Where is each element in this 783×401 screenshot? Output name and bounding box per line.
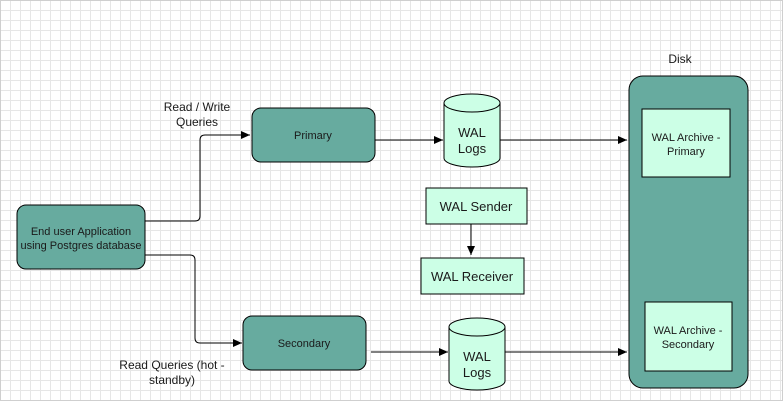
- node-primary[interactable]: Primary: [251, 107, 376, 163]
- node-secondary-label: Secondary: [278, 338, 331, 350]
- node-wal-logs-secondary-line2: Logs: [463, 365, 492, 380]
- cylinder-icon: [443, 93, 501, 168]
- node-end-user-application[interactable]: End user Application using Postgres data…: [16, 204, 146, 270]
- node-primary-shape: [251, 107, 376, 163]
- edge-label-read-write-line1: Read / Write: [164, 100, 231, 114]
- node-end-user-line1: End user Application: [31, 226, 131, 238]
- node-end-user-shape: [16, 204, 146, 270]
- node-wal-receiver-shape: [420, 257, 525, 295]
- edge-app-to-secondary: [145, 254, 242, 347]
- node-secondary[interactable]: Secondary: [242, 315, 367, 371]
- node-wal-sender[interactable]: WAL Sender: [425, 187, 528, 225]
- edge-app-to-primary: [145, 131, 250, 222]
- node-wal-archive-primary-line2: Primary: [667, 146, 705, 158]
- node-wal-archive-secondary-line2: Secondary: [662, 339, 715, 351]
- node-wal-logs-primary[interactable]: WAL Logs: [443, 93, 501, 168]
- node-secondary-shape: [242, 315, 367, 371]
- edges: [145, 131, 627, 356]
- node-wal-archive-secondary[interactable]: WAL Archive - Secondary: [644, 301, 733, 372]
- edge-label-read-write: Read / Write Queries: [164, 100, 231, 129]
- node-wal-sender-label: WAL Sender: [440, 199, 513, 214]
- node-wal-archive-primary[interactable]: WAL Archive - Primary: [641, 108, 731, 178]
- node-primary-label: Primary: [294, 130, 332, 142]
- edge-label-read-only: Read Queries (hot - standby): [119, 358, 224, 387]
- edge-label-read-only-line2: standby): [149, 373, 195, 387]
- node-end-user-line2: using Postgres database: [20, 240, 141, 252]
- node-wal-logs-secondary[interactable]: WAL Logs: [448, 317, 506, 391]
- cylinder-rim: [448, 326, 506, 337]
- node-wal-receiver[interactable]: WAL Receiver: [420, 257, 525, 295]
- edge-label-read-write-line2: Queries: [176, 115, 218, 129]
- node-wal-archive-primary-line1: WAL Archive -: [652, 132, 721, 144]
- node-wal-sender-shape: [425, 187, 528, 225]
- edge-label-read-only-line1: Read Queries (hot -: [119, 358, 224, 372]
- node-wal-logs-primary-line2: Logs: [458, 141, 487, 156]
- node-wal-archive-primary-shape: [641, 108, 731, 178]
- node-wal-receiver-label: WAL Receiver: [431, 269, 514, 284]
- node-wal-logs-primary-line1: WAL: [458, 125, 486, 140]
- cylinder-icon: [448, 317, 506, 391]
- node-disk-label: Disk: [668, 52, 692, 66]
- node-wal-logs-secondary-line1: WAL: [463, 349, 491, 364]
- node-wal-archive-secondary-shape: [644, 301, 733, 372]
- node-wal-archive-secondary-line1: WAL Archive -: [654, 325, 723, 337]
- cylinder-rim: [443, 102, 501, 113]
